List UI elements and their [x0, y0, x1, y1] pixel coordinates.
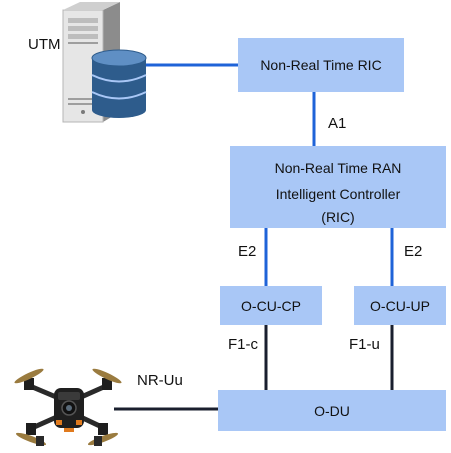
ric-box: Non-Real Time RAN Intelligent Controller…	[230, 146, 446, 228]
nr-uu-label: NR-Uu	[137, 372, 183, 389]
server-database-icon	[62, 2, 147, 123]
ocu-cp-box: O-CU-CP	[220, 286, 322, 325]
odu-box: O-DU	[218, 390, 446, 431]
a1-label: A1	[328, 115, 346, 132]
ric-label-line3: (RIC)	[321, 209, 354, 225]
e2-left-label: E2	[238, 243, 256, 260]
drone-icon	[14, 368, 122, 446]
non-rt-ric-label: Non-Real Time RIC	[260, 57, 381, 73]
f1u-label: F1-u	[349, 336, 380, 353]
non-rt-ric-box: Non-Real Time RIC	[238, 38, 404, 92]
ric-label-line2: Intelligent Controller	[276, 186, 401, 202]
f1c-label: F1-c	[228, 336, 259, 353]
e2-right-label: E2	[404, 243, 422, 260]
ocu-up-label: O-CU-UP	[370, 298, 430, 314]
utm-label: UTM	[28, 36, 61, 53]
ocu-cp-label: O-CU-CP	[241, 298, 301, 314]
ric-label-line1: Non-Real Time RAN	[275, 160, 402, 176]
ocu-up-box: O-CU-UP	[354, 286, 446, 325]
odu-label: O-DU	[314, 403, 350, 419]
